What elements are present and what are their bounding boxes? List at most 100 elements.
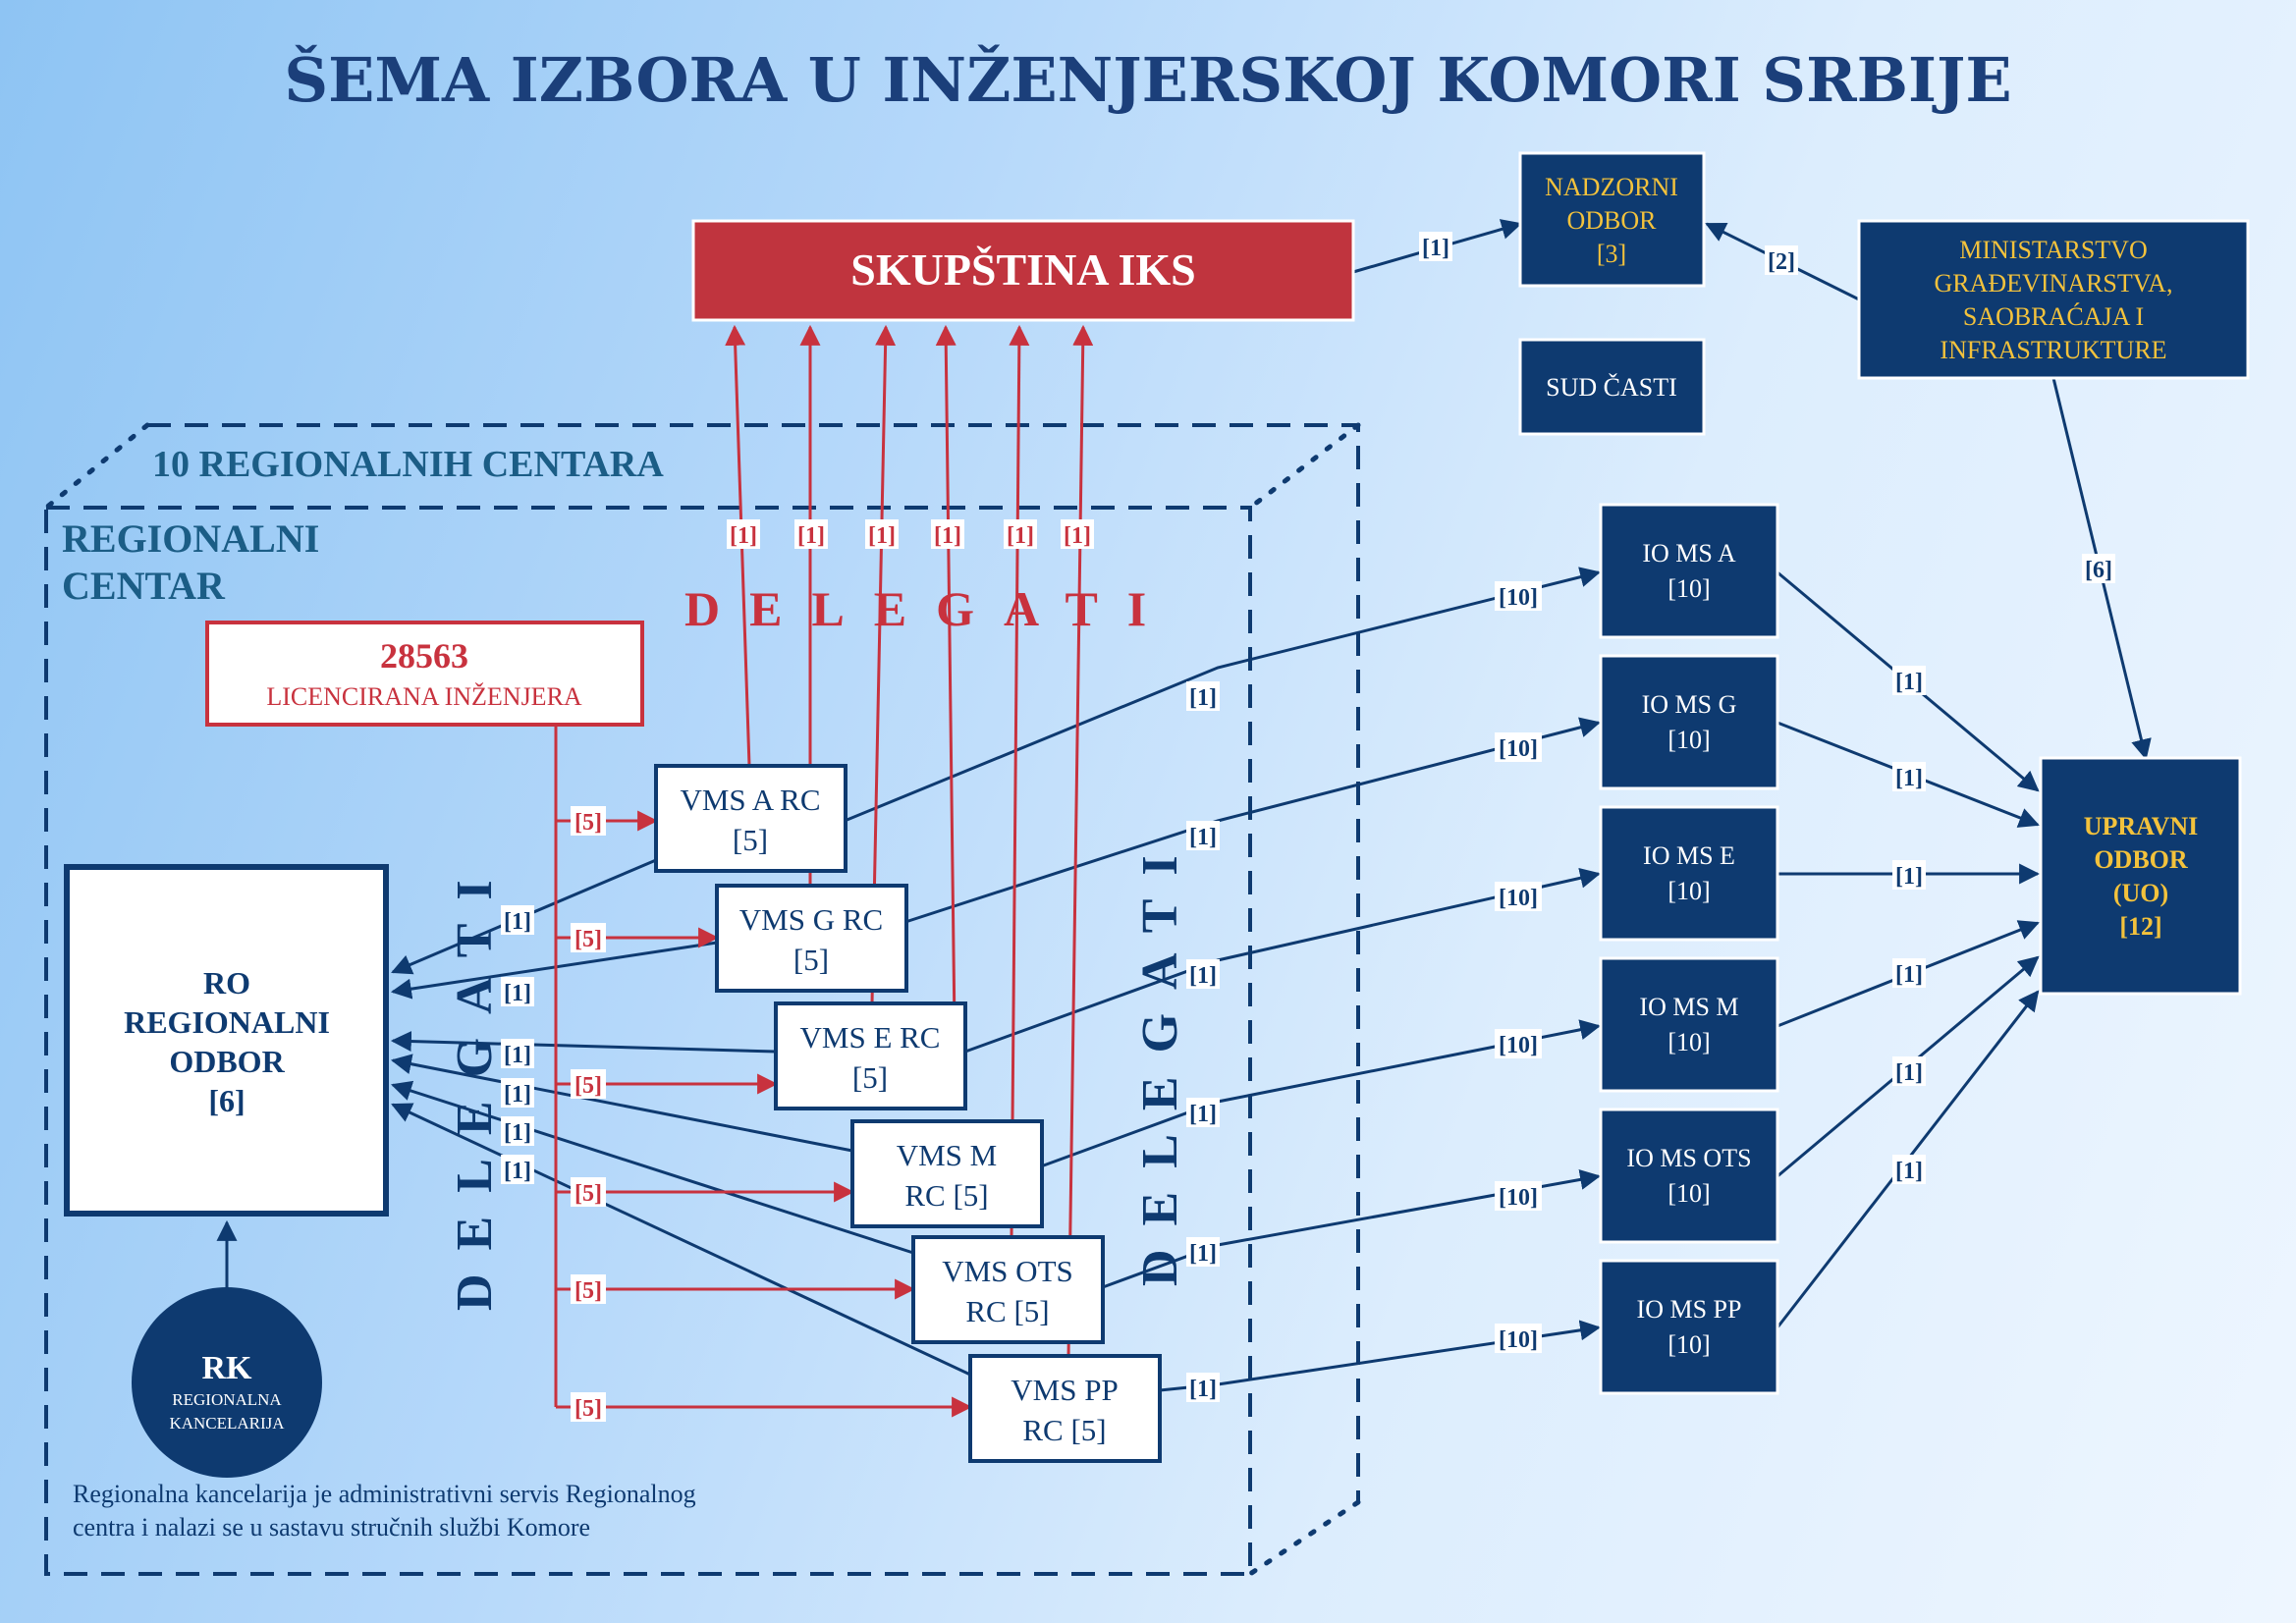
nadzorni-line3: [3] bbox=[1597, 240, 1626, 268]
svg-text:[10]: [10] bbox=[1667, 726, 1710, 754]
svg-text:[1]: [1] bbox=[504, 981, 531, 1006]
label-uo-1d: [1] bbox=[1892, 958, 1926, 988]
svg-text:REGIONALNA: REGIONALNA bbox=[172, 1390, 282, 1409]
label-ro-1f: [1] bbox=[501, 1155, 534, 1184]
io-ms-g-box: IO MS G [10] bbox=[1599, 654, 1779, 790]
svg-text:VMS A RC: VMS A RC bbox=[680, 783, 820, 817]
svg-text:[1]: [1] bbox=[504, 909, 531, 935]
svg-text:[10]: [10] bbox=[1667, 1179, 1710, 1208]
svg-text:RC [5]: RC [5] bbox=[904, 1178, 988, 1213]
label-io-10a: [10] bbox=[1495, 581, 1542, 611]
svg-text:[1]: [1] bbox=[1895, 1159, 1923, 1184]
svg-text:[5]: [5] bbox=[852, 1060, 888, 1095]
svg-text:[5]: [5] bbox=[574, 1181, 602, 1207]
svg-text:UPRAVNI: UPRAVNI bbox=[2084, 812, 2199, 840]
vms-pp-box: VMS PP RC [5] bbox=[968, 1354, 1162, 1463]
svg-text:IO MS G: IO MS G bbox=[1642, 690, 1737, 719]
svg-text:[1]: [1] bbox=[797, 523, 825, 549]
svg-text:RC [5]: RC [5] bbox=[965, 1294, 1049, 1328]
svg-text:(UO): (UO) bbox=[2113, 879, 2168, 907]
label-red-5f: [5] bbox=[571, 1392, 606, 1422]
svg-text:[5]: [5] bbox=[733, 823, 768, 857]
svg-text:IO MS E: IO MS E bbox=[1643, 841, 1735, 870]
rk-note-line1: Regionalna kancelarija je administrativn… bbox=[73, 1480, 696, 1508]
svg-text:VMS OTS: VMS OTS bbox=[942, 1254, 1073, 1288]
svg-text:[1]: [1] bbox=[1895, 864, 1923, 890]
vms-ots-box: VMS OTS RC [5] bbox=[911, 1235, 1105, 1344]
svg-text:IO MS OTS: IO MS OTS bbox=[1626, 1144, 1751, 1172]
label-ro-1c: [1] bbox=[501, 1039, 534, 1068]
label-red-1d: [1] bbox=[931, 519, 964, 549]
svg-text:[10]: [10] bbox=[1667, 574, 1710, 603]
svg-text:[1]: [1] bbox=[1895, 1060, 1923, 1086]
svg-text:[1]: [1] bbox=[934, 523, 961, 549]
svg-text:[1]: [1] bbox=[1189, 1377, 1217, 1402]
svg-text:[6]: [6] bbox=[208, 1083, 245, 1118]
label-vi-1d: [1] bbox=[1186, 1098, 1220, 1127]
svg-text:[1]: [1] bbox=[1189, 963, 1217, 989]
regional-centers-box bbox=[43, 422, 1361, 1577]
label-red-1b: [1] bbox=[794, 519, 828, 549]
ministarstvo-line4: INFRASTRUKTURE bbox=[1940, 336, 2166, 364]
svg-text:RK: RK bbox=[202, 1350, 253, 1386]
svg-text:[1]: [1] bbox=[1895, 962, 1923, 988]
svg-text:[10]: [10] bbox=[1499, 585, 1538, 611]
label-red-5b: [5] bbox=[571, 923, 606, 952]
regional-center-label-1: REGIONALNI bbox=[62, 516, 319, 561]
svg-text:[1]: [1] bbox=[504, 1082, 531, 1108]
svg-text:[1]: [1] bbox=[730, 523, 757, 549]
svg-text:[1]: [1] bbox=[868, 523, 896, 549]
label-vi-1e: [1] bbox=[1186, 1237, 1220, 1267]
svg-text:[10]: [10] bbox=[1499, 1327, 1538, 1353]
io-ms-pp-box: IO MS PP [10] bbox=[1599, 1259, 1779, 1395]
ministarstvo-line2: GRAĐEVINARSTVA, bbox=[1935, 269, 2173, 298]
svg-text:KANCELARIJA: KANCELARIJA bbox=[169, 1414, 285, 1433]
svg-text:[10]: [10] bbox=[1667, 1028, 1710, 1056]
label-vi-1a: [1] bbox=[1186, 681, 1220, 711]
svg-text:[6]: [6] bbox=[2085, 558, 2112, 583]
skupstina-label: SKUPŠTINA IKS bbox=[850, 244, 1196, 295]
svg-text:[10]: [10] bbox=[1667, 1330, 1710, 1359]
svg-text:VMS E RC: VMS E RC bbox=[800, 1020, 941, 1055]
svg-text:[1]: [1] bbox=[1189, 685, 1217, 711]
label-red-5c: [5] bbox=[571, 1069, 606, 1099]
svg-text:VMS G RC: VMS G RC bbox=[739, 902, 883, 937]
svg-text:ODBOR: ODBOR bbox=[2094, 845, 2188, 874]
svg-text:RC [5]: RC [5] bbox=[1022, 1413, 1106, 1447]
vms-m-box: VMS M RC [5] bbox=[850, 1119, 1044, 1228]
io-ms-ots-box: IO MS OTS [10] bbox=[1599, 1108, 1779, 1244]
svg-text:[1]: [1] bbox=[1189, 825, 1217, 850]
svg-text:[10]: [10] bbox=[1499, 736, 1538, 762]
engineers-label: LICENCIRANA INŽENJERA bbox=[266, 682, 582, 711]
label-red-5d: [5] bbox=[571, 1177, 606, 1207]
skupstina-box: SKUPŠTINA IKS bbox=[691, 219, 1355, 322]
svg-text:[5]: [5] bbox=[574, 1278, 602, 1304]
svg-text:[1]: [1] bbox=[1422, 236, 1449, 261]
page-title: ŠEMA IZBORA U INŽENJERSKOJ KOMORI SRBIJE bbox=[284, 44, 2011, 116]
vms-a-box: VMS A RC [5] bbox=[654, 764, 847, 873]
label-red-1e: [1] bbox=[1004, 519, 1037, 549]
label-io-10d: [10] bbox=[1495, 1029, 1542, 1058]
svg-text:[2]: [2] bbox=[1768, 249, 1795, 275]
label-red-1c: [1] bbox=[865, 519, 899, 549]
delegati-left-label: DELEGATI bbox=[447, 856, 503, 1311]
svg-text:[5]: [5] bbox=[574, 1396, 602, 1422]
svg-text:[1]: [1] bbox=[1007, 523, 1034, 549]
svg-text:[1]: [1] bbox=[504, 1043, 531, 1068]
ministarstvo-line1: MINISTARSTVO bbox=[1959, 236, 2147, 264]
svg-text:[12]: [12] bbox=[2119, 912, 2161, 941]
svg-text:[5]: [5] bbox=[793, 943, 829, 977]
label-red-1f: [1] bbox=[1061, 519, 1094, 549]
label-vi-1b: [1] bbox=[1186, 821, 1220, 850]
label-red-1a: [1] bbox=[727, 519, 760, 549]
svg-text:IO MS PP: IO MS PP bbox=[1637, 1295, 1742, 1324]
label-uo-1e: [1] bbox=[1892, 1056, 1926, 1086]
io-ms-a-box: IO MS A [10] bbox=[1599, 503, 1779, 639]
label-io-10e: [10] bbox=[1495, 1181, 1542, 1211]
svg-text:[1]: [1] bbox=[1189, 1102, 1217, 1127]
delegati-right-label: DELEGATI bbox=[1132, 832, 1188, 1286]
label-uo-1c: [1] bbox=[1892, 860, 1926, 890]
svg-text:[1]: [1] bbox=[1895, 766, 1923, 791]
label-red-5e: [5] bbox=[571, 1274, 606, 1304]
ministarstvo-box: MINISTARSTVO GRAĐEVINARSTVA, SAOBRAĆAJA … bbox=[1857, 219, 2250, 380]
